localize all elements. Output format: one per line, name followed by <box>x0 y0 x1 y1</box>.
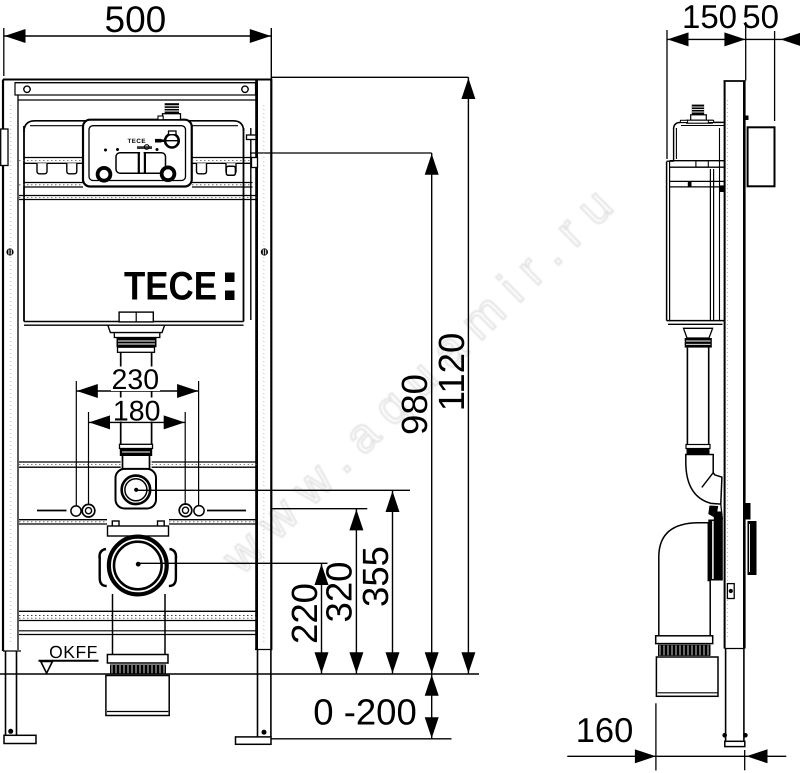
svg-text:150: 150 <box>682 0 737 35</box>
svg-text:1120: 1120 <box>431 333 472 412</box>
svg-text:980: 980 <box>394 374 435 435</box>
svg-text:TECE: TECE <box>127 138 146 145</box>
svg-text:160: 160 <box>576 712 634 750</box>
svg-text:355: 355 <box>355 546 396 607</box>
svg-text:OKFF: OKFF <box>49 642 98 662</box>
svg-text:230: 230 <box>112 364 160 396</box>
svg-text:180: 180 <box>113 395 161 427</box>
svg-text:220: 220 <box>284 583 325 644</box>
svg-text:320: 320 <box>319 562 360 623</box>
svg-text:50: 50 <box>742 0 779 35</box>
svg-text:0 -200: 0 -200 <box>313 692 417 733</box>
svg-text:500: 500 <box>105 0 167 40</box>
svg-text:TECE: TECE <box>124 265 217 309</box>
